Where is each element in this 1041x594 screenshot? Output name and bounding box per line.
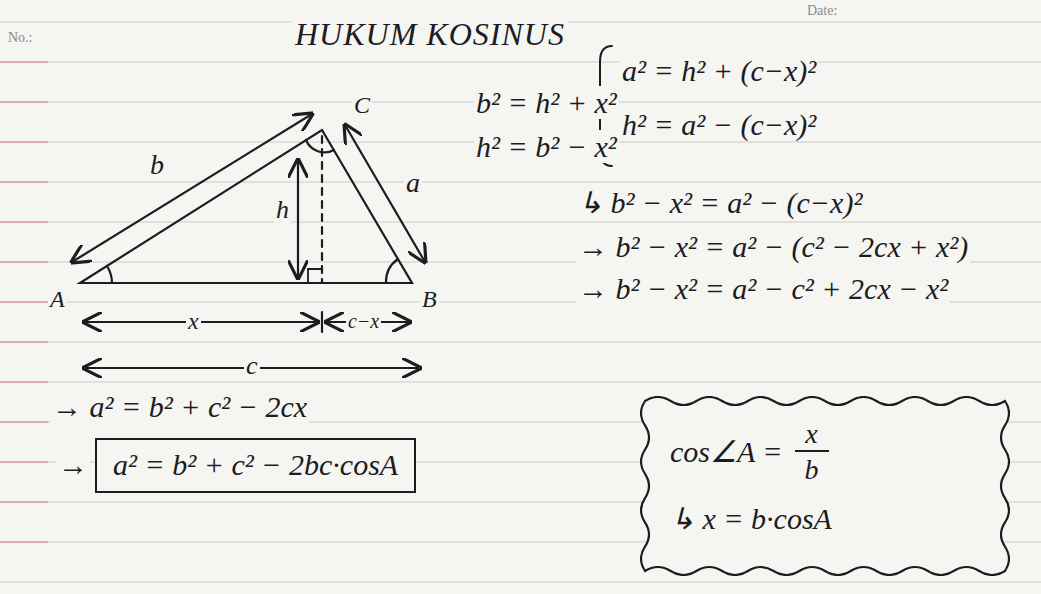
vertex-label: B: [420, 286, 439, 312]
page-field: No.:: [6, 30, 35, 45]
dimension-label: c: [244, 352, 260, 381]
side-label: a: [404, 168, 422, 199]
formula-row: cos∠A = xb: [670, 418, 980, 486]
angle-arc: [107, 266, 112, 283]
equation: → b² − x² = a² − (c² − 2cx + x²): [576, 230, 970, 263]
fraction: xb: [795, 418, 829, 486]
wavy-border: [641, 397, 1009, 575]
page-field: Date:: [805, 3, 839, 18]
side-b-arrow: [72, 114, 312, 262]
dimension-x: [84, 321, 318, 323]
vertex-label: A: [48, 286, 67, 312]
note-cloud: cos∠A = xb ↳ x = b·cosA: [640, 396, 1010, 576]
equation: a² = h² + (c−x)²: [620, 54, 818, 87]
height-label: h: [274, 196, 291, 225]
angle-arc: [306, 140, 334, 152]
wavy-outline: [640, 396, 1010, 576]
arrow-symbol: →: [56, 448, 90, 481]
height-arrow: [297, 160, 299, 278]
dimension-tick: [321, 312, 323, 332]
formula-text: cos∠A =: [670, 435, 783, 470]
equation: ↳ b² − x² = a² − (c−x)²: [576, 186, 864, 219]
fraction-denominator: b: [795, 450, 829, 486]
dimension-label: c−x: [346, 310, 381, 332]
vertex-label: C: [352, 92, 372, 118]
side-a-arrow: [345, 125, 425, 262]
equation: → a² = b² + c² − 2cx: [50, 390, 309, 423]
side-label: b: [148, 150, 166, 181]
margin-marks: [0, 62, 48, 542]
equation: → b² − x² = a² − c² + 2cx − x²: [576, 272, 950, 305]
equation: b² = h² + x²: [474, 86, 619, 119]
formula-text: ↳ x = b·cosA: [670, 502, 980, 537]
dimension-label: x: [186, 308, 201, 334]
fraction-numerator: x: [797, 418, 825, 450]
altitude-line: [321, 136, 323, 283]
formula-text: a² = b² + c² − 2bc·cosA: [113, 448, 398, 483]
result-box: a² = b² + c² − 2bc·cosA: [95, 438, 416, 493]
equation: h² = b² − x²: [474, 130, 619, 163]
right-angle-mark: [308, 269, 322, 283]
angle-arc: [386, 259, 398, 283]
equation: h² = a² − (c−x)²: [620, 108, 818, 141]
page-title: HUKUM KOSINUS: [292, 16, 568, 53]
ruled-lines: [0, 22, 1041, 582]
